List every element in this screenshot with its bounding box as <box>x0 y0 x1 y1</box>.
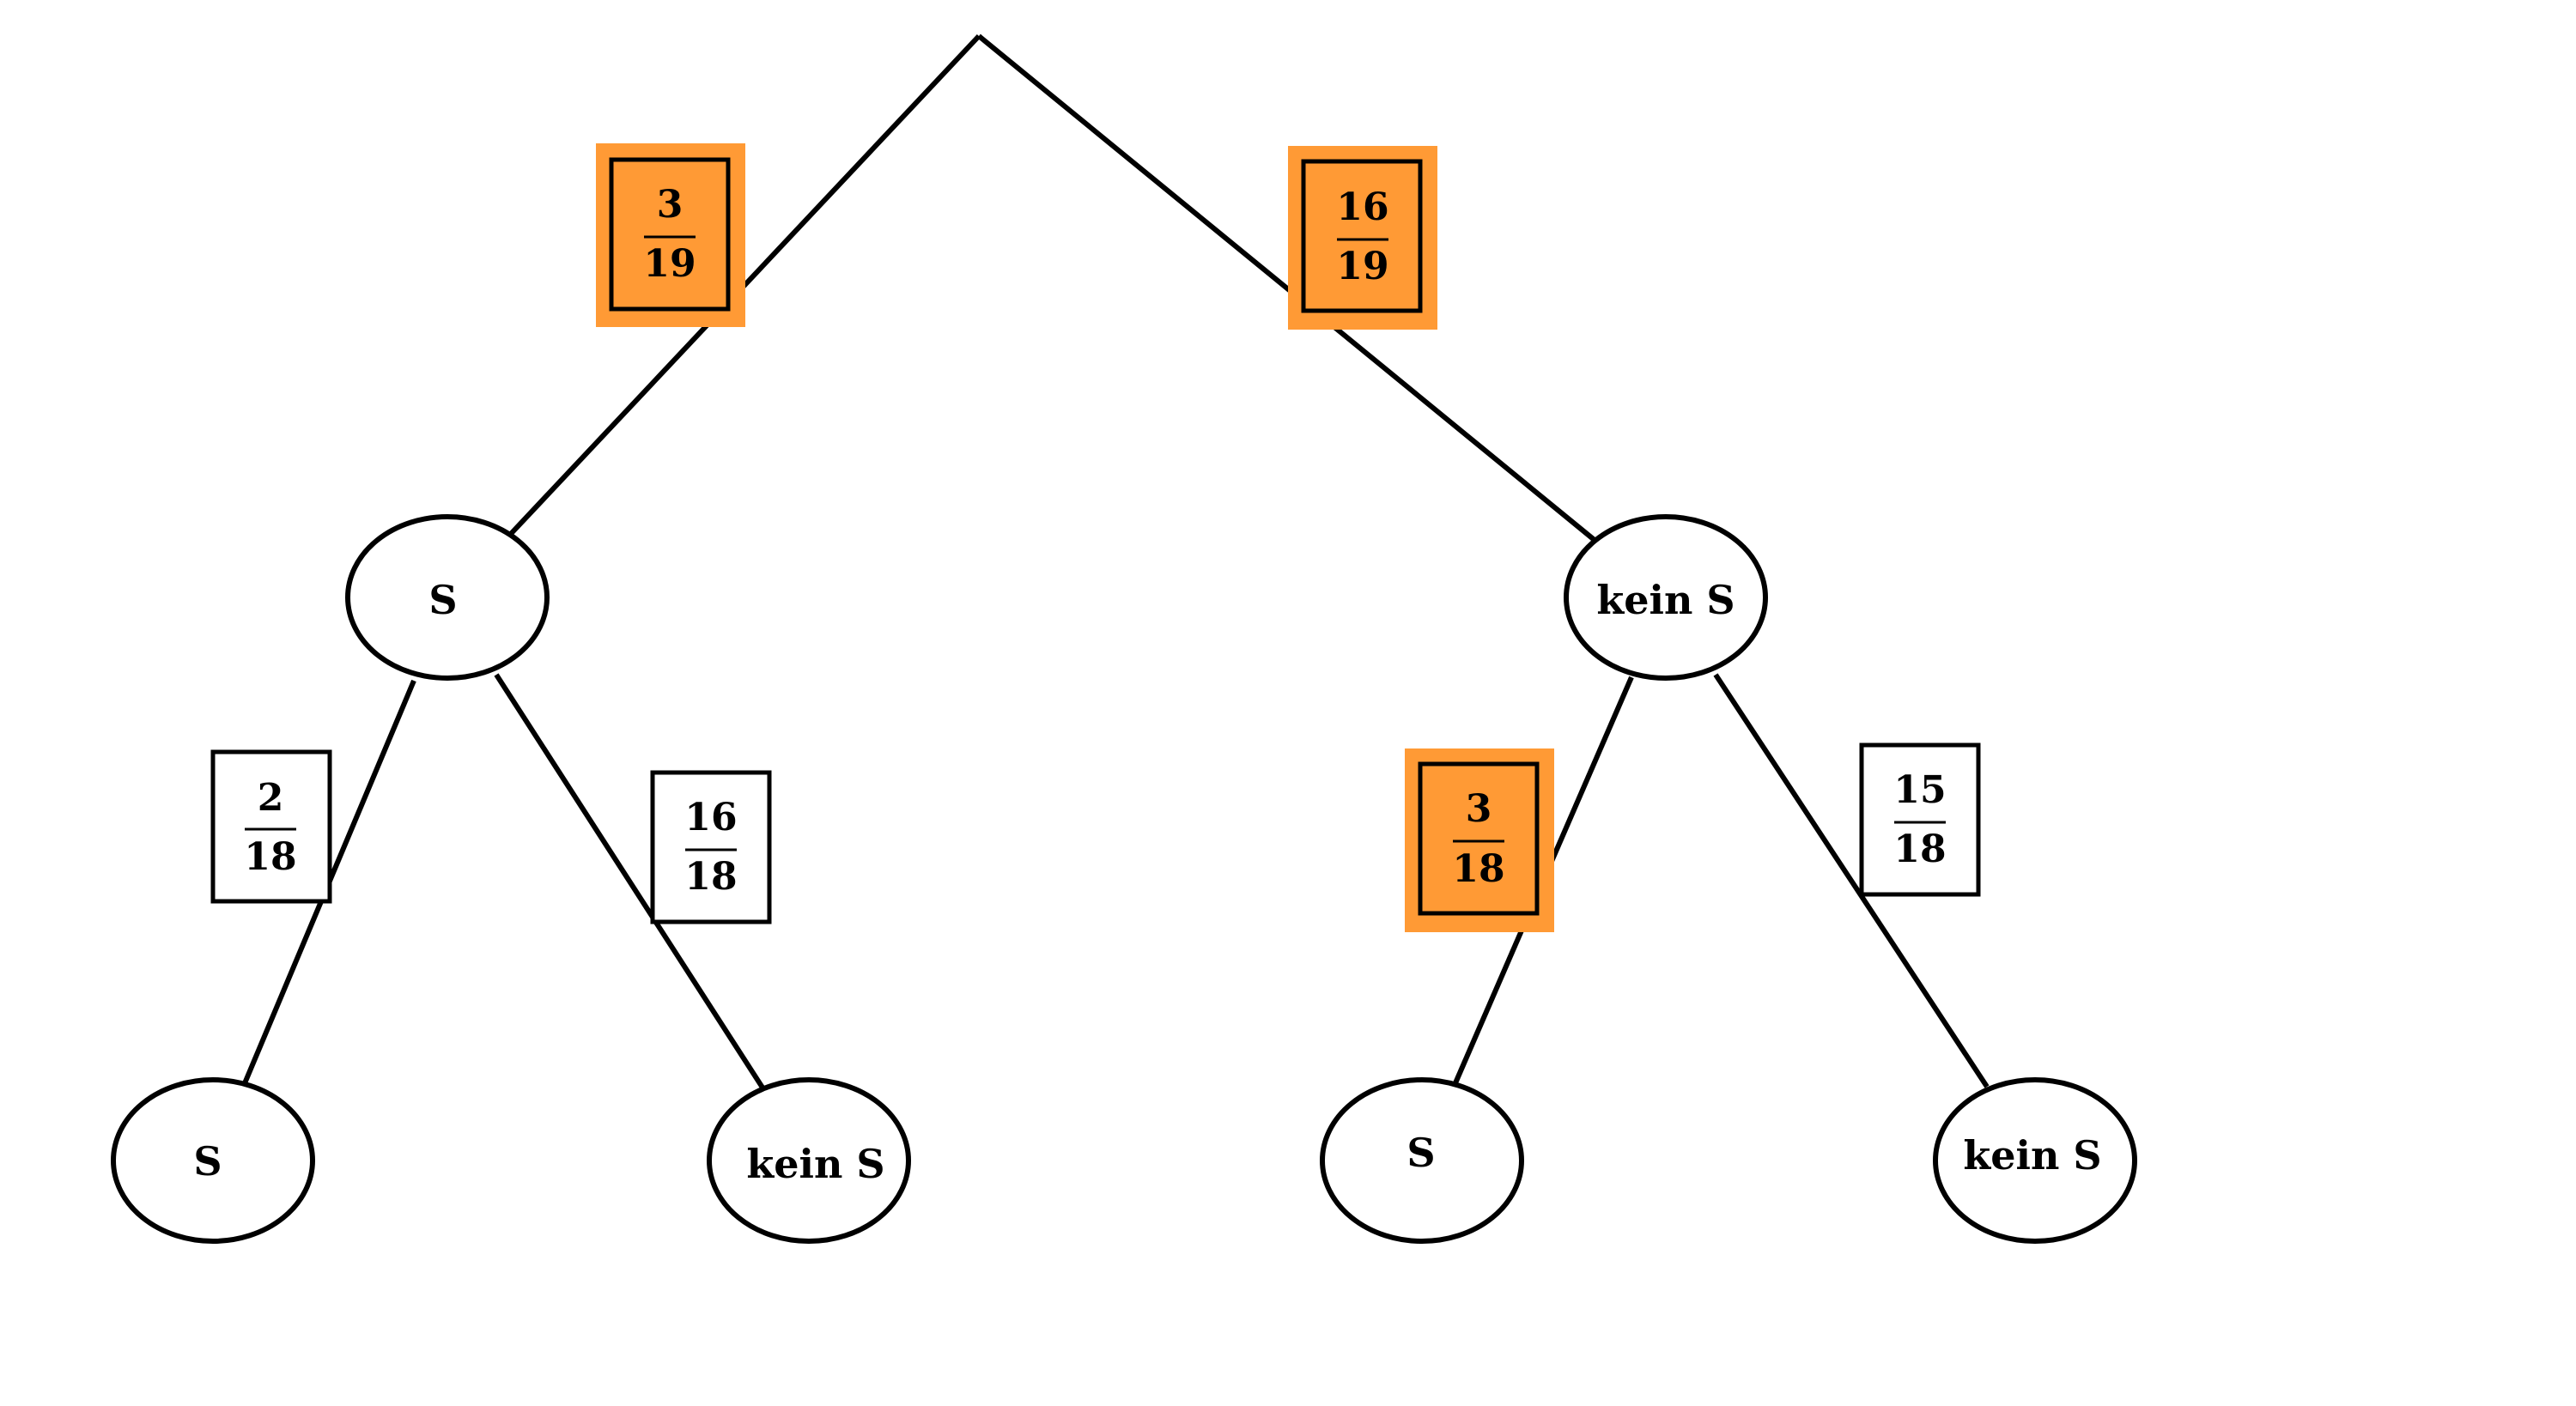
node-kein-s-level1: kein S <box>1564 514 1768 681</box>
node-label: S <box>428 577 457 623</box>
fraction-denominator: 19 <box>1336 245 1388 288</box>
node-label: kein S <box>1963 1132 2101 1179</box>
fraction-numerator: 3 <box>657 183 683 227</box>
prob-box-root-kein-s: 16 19 <box>1288 146 1437 330</box>
node-label: S <box>1406 1130 1435 1176</box>
fraction-numerator: 16 <box>1336 185 1388 229</box>
node-s-level1: S <box>345 514 550 681</box>
prob-box-root-s: 3 19 <box>596 143 745 327</box>
fraction-numerator: 16 <box>684 796 737 839</box>
prob-box-kein-s-s: 3 18 <box>1405 748 1554 932</box>
fraction-denominator: 18 <box>1452 847 1504 891</box>
fraction-denominator: 18 <box>684 855 737 899</box>
fraction-numerator: 2 <box>258 776 284 820</box>
edge-root-to-kein-s <box>977 33 1597 543</box>
node-s-s: S <box>111 1077 315 1244</box>
node-kein-s-s: S <box>1320 1077 1524 1244</box>
node-label: S <box>193 1138 222 1185</box>
fraction-numerator: 15 <box>1893 768 1946 812</box>
fraction-denominator: 18 <box>244 835 296 879</box>
prob-box-kein-s-kein-s: 15 18 <box>1859 742 1981 897</box>
node-label: kein S <box>1596 577 1735 623</box>
fraction-denominator: 19 <box>643 242 696 286</box>
prob-box-s-s: 2 18 <box>210 749 332 904</box>
edge-s-to-kein-s <box>494 673 765 1089</box>
fraction-denominator: 18 <box>1893 827 1946 871</box>
node-kein-s-kein-s: kein S <box>1933 1077 2137 1244</box>
node-label: kein S <box>746 1141 884 1187</box>
node-s-kein-s: kein S <box>707 1077 911 1244</box>
prob-box-s-kein-s: 16 18 <box>650 770 772 924</box>
fraction-numerator: 3 <box>1466 787 1492 831</box>
edge-kein-s-to-kein-s <box>1713 673 1990 1088</box>
